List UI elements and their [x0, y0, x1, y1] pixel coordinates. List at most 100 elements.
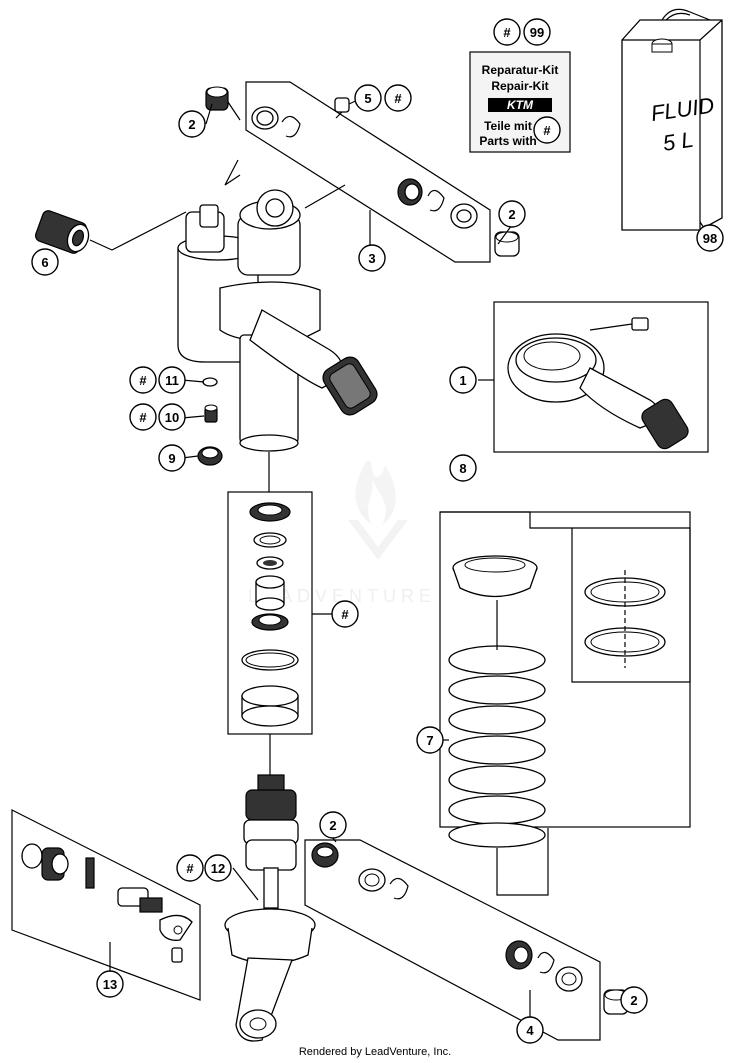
adjuster-detail	[507, 317, 689, 450]
callout-ckit: #	[533, 116, 561, 144]
callout-circle	[178, 110, 206, 138]
callout-circle	[129, 366, 157, 394]
callout-c5h: #	[384, 84, 412, 112]
callout-circle	[354, 84, 382, 112]
callout-circle	[498, 200, 526, 228]
callout-c99: 99	[523, 18, 551, 46]
callout-c99h: #	[493, 18, 521, 46]
kit-brand-bar	[488, 98, 552, 112]
valve-detail-box	[11, 809, 201, 1001]
callout-label: #	[341, 607, 349, 622]
callout-cmid: #	[331, 600, 359, 628]
seal-ring-right-inner	[456, 209, 472, 223]
upper-cap-right-top	[495, 231, 519, 243]
kit-line-2: Repair-Kit	[491, 79, 548, 93]
callout-c11h: #	[129, 366, 157, 394]
callout-c2d: 2	[620, 986, 648, 1014]
leader-6	[89, 211, 187, 251]
callout-circle	[384, 84, 412, 112]
callout-label: 1	[459, 373, 466, 388]
upper-bushing-group-frame	[245, 81, 491, 263]
callout-c5: 5	[354, 84, 382, 112]
callout-c9: 9	[158, 444, 186, 472]
callout-circle	[158, 366, 186, 394]
callout-circle	[523, 18, 551, 46]
watermark-text: LEADVENTURE	[248, 586, 436, 606]
callout-label: 10	[165, 410, 179, 425]
callout-circle	[620, 986, 648, 1014]
callout-label: #	[139, 410, 147, 425]
o-ring-11	[202, 377, 218, 387]
callout-label: 2	[508, 207, 515, 222]
callout-label: 7	[426, 733, 433, 748]
callout-circle	[204, 854, 232, 882]
kit-line-3: Teile mit	[484, 119, 532, 133]
fluid-line-2: 5 L	[661, 127, 695, 156]
callout-c12: 12	[204, 854, 232, 882]
callout-c10: 10	[158, 403, 186, 431]
callout-label: 12	[211, 861, 225, 876]
callout-label: 13	[103, 977, 117, 992]
callout-circle	[449, 454, 477, 482]
callout-label: 4	[526, 1023, 534, 1038]
callout-circle	[319, 811, 347, 839]
callout-label: 3	[368, 251, 375, 266]
callout-circle	[331, 600, 359, 628]
callout-c11: 11	[158, 366, 186, 394]
callout-circle	[449, 366, 477, 394]
callout-circle	[493, 18, 521, 46]
callout-circle	[96, 970, 124, 998]
footer-credit: Rendered by LeadVenture, Inc.	[299, 1046, 451, 1058]
callout-circle	[533, 116, 561, 144]
callout-c4: 4	[516, 1016, 544, 1044]
kit-line-1: Reparatur-Kit	[482, 63, 559, 77]
callout-label: #	[139, 373, 147, 388]
callout-label: 2	[630, 993, 637, 1008]
kit-brand: KTM	[507, 98, 534, 112]
upper-bushing-ring-inner	[256, 110, 274, 126]
callout-label: 99	[530, 25, 544, 40]
callout-label: 2	[188, 117, 195, 132]
watermark: LEADVENTURE	[248, 460, 436, 606]
callout-c10h: #	[129, 403, 157, 431]
callout-label: 98	[703, 231, 717, 246]
shock-body	[177, 189, 378, 452]
callout-label: 2	[329, 818, 336, 833]
callout-circle	[158, 444, 186, 472]
callout-c2a: 2	[178, 110, 206, 138]
callout-label: #	[186, 861, 194, 876]
kit-line-4: Parts with	[479, 134, 536, 148]
circlip-right	[427, 189, 445, 212]
lower-bushing-group-frame	[304, 839, 601, 1041]
callout-circle	[416, 726, 444, 754]
lower-clevis	[224, 774, 316, 1042]
callout-circle	[516, 1016, 544, 1044]
callout-label: #	[394, 91, 402, 106]
callout-c13: 13	[96, 970, 124, 998]
callout-c8: 8	[449, 454, 477, 482]
callout-circle	[176, 854, 204, 882]
callout-c1: 1	[449, 366, 477, 394]
callout-circle	[129, 403, 157, 431]
callout-label: #	[503, 25, 511, 40]
callout-label: 11	[165, 373, 179, 388]
callout-label: 8	[459, 461, 466, 476]
seal-kit-parts	[241, 502, 299, 727]
needle-bearing-inner	[404, 183, 420, 201]
spring-seat	[452, 555, 538, 598]
callout-circle	[358, 244, 386, 272]
callout-c7: 7	[416, 726, 444, 754]
callout-circle	[158, 403, 186, 431]
callout-label: #	[543, 123, 551, 138]
callout-c12h: #	[176, 854, 204, 882]
circlip	[281, 115, 301, 138]
callout-label: 5	[364, 91, 371, 106]
callout-label: 6	[41, 255, 48, 270]
callout-c2b: 2	[498, 200, 526, 228]
fluid-can	[621, 8, 723, 231]
callout-c6: 6	[31, 248, 59, 276]
upper-cap-left-top	[206, 86, 228, 98]
callout-circle	[696, 224, 724, 252]
